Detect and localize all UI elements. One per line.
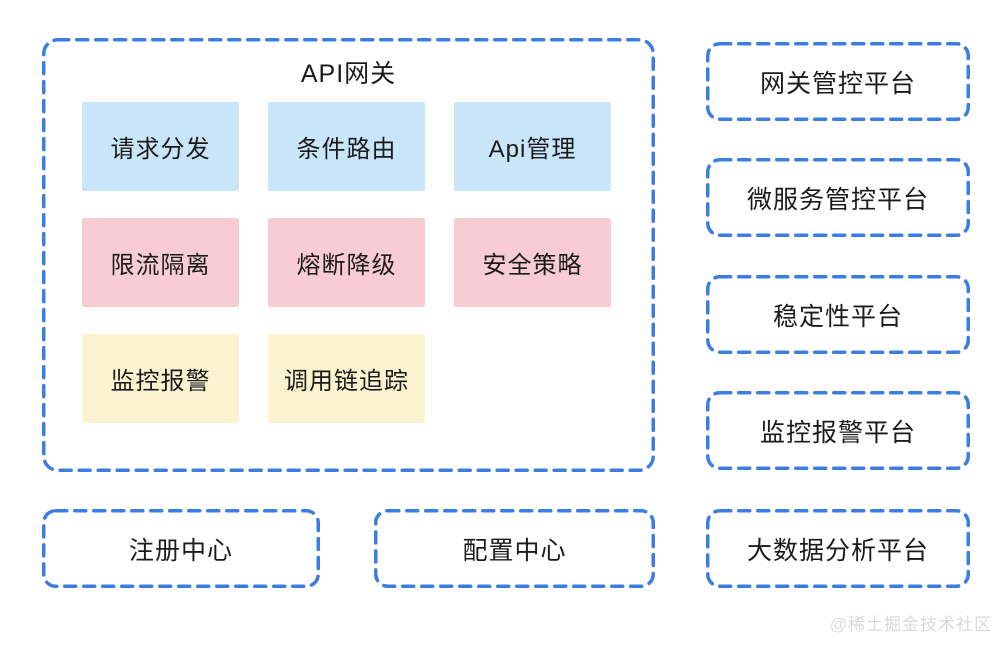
feature-box-api-management: Api管理 <box>454 102 611 191</box>
stability-platform-box: 稳定性平台 <box>706 275 970 354</box>
feature-box-conditional-routing: 条件路由 <box>268 102 425 191</box>
stability-platform-label: 稳定性平台 <box>772 302 903 331</box>
monitoring-alert-platform-label: 监控报警平台 <box>759 418 916 447</box>
big-data-analysis-platform-label: 大数据分析平台 <box>746 536 929 565</box>
observability-feature-row: 监控报警 调用链追踪 <box>82 334 425 423</box>
routing-feature-row: 请求分发 条件路由 Api管理 <box>82 102 611 191</box>
gateway-management-platform-box: 网关管控平台 <box>706 42 970 121</box>
api-gateway-title: API网关 <box>300 60 397 88</box>
big-data-analysis-platform-box: 大数据分析平台 <box>706 509 970 588</box>
feature-box-request-dispatch: 请求分发 <box>82 102 239 191</box>
registry-center-box: 注册中心 <box>42 509 320 588</box>
gateway-management-platform-label: 网关管控平台 <box>759 69 916 98</box>
registry-center-label: 注册中心 <box>128 536 233 565</box>
watermark-text: @稀土掘金技术社区 <box>829 615 992 634</box>
feature-box-circuit-break-degrade: 熔断降级 <box>268 218 425 307</box>
monitoring-alert-platform-box: 监控报警平台 <box>706 391 970 470</box>
api-gateway-container: API网关 请求分发 条件路由 Api管理 限流隔离 熔断降级 安全策略 监控报… <box>42 38 655 472</box>
feature-box-security-policy: 安全策略 <box>454 218 611 307</box>
config-center-box: 配置中心 <box>374 509 655 588</box>
microservice-management-platform-label: 微服务管控平台 <box>746 185 929 214</box>
config-center-label: 配置中心 <box>462 536 567 565</box>
microservice-management-platform-box: 微服务管控平台 <box>706 158 970 237</box>
feature-box-monitoring-alert: 监控报警 <box>82 334 239 423</box>
protection-feature-row: 限流隔离 熔断降级 安全策略 <box>82 218 611 307</box>
feature-box-call-chain-tracing: 调用链追踪 <box>268 334 425 423</box>
feature-box-rate-limit-isolation: 限流隔离 <box>82 218 239 307</box>
